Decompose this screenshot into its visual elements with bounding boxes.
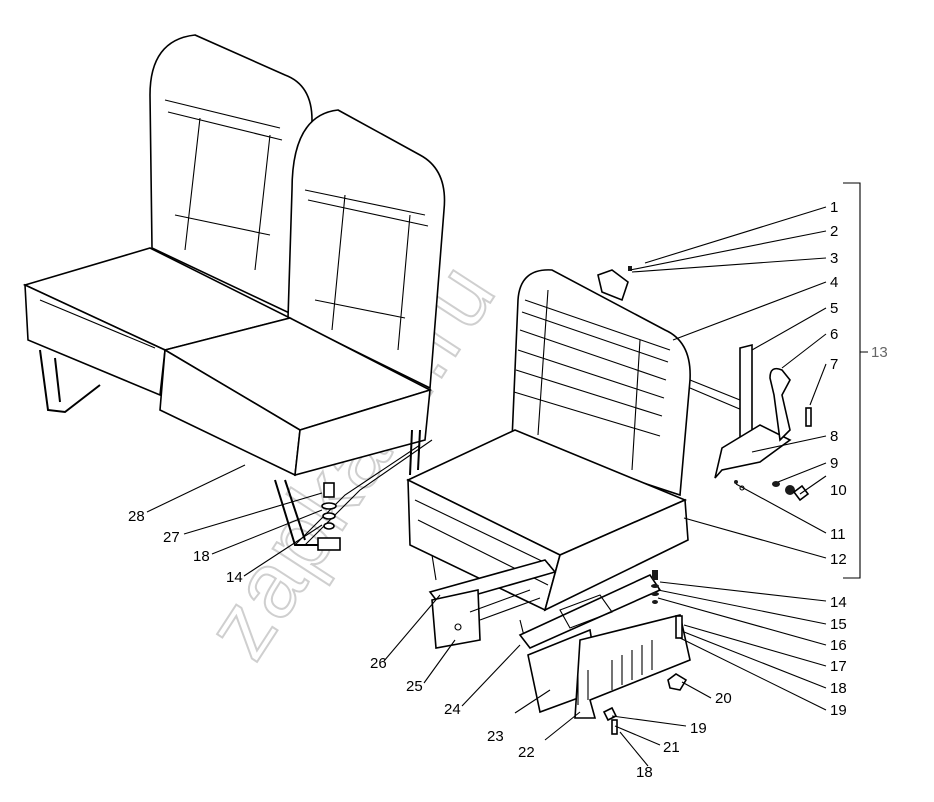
callout-4: 4	[830, 274, 838, 291]
callout-10: 10	[830, 482, 847, 499]
callout-1: 1	[830, 199, 838, 216]
callout-19-bottom: 19	[690, 720, 707, 737]
callout-17: 17	[830, 658, 847, 675]
bolt-stack-left	[321, 482, 337, 530]
callout-18-bottom: 18	[636, 764, 653, 781]
callout-19-right: 19	[830, 702, 847, 719]
callout-7: 7	[830, 356, 838, 373]
callout-14-left: 14	[226, 569, 243, 586]
callout-23: 23	[487, 728, 504, 745]
double-seat	[22, 34, 446, 551]
callout-24: 24	[444, 701, 461, 718]
callout-12: 12	[830, 551, 847, 568]
seat-rails	[428, 559, 691, 719]
group-bracket-13	[843, 182, 868, 579]
callout-25: 25	[406, 678, 423, 695]
callout-28: 28	[128, 508, 145, 525]
callout-18-left: 18	[193, 548, 210, 565]
callout-8: 8	[830, 428, 838, 445]
callout-3: 3	[830, 250, 838, 267]
callout-6: 6	[830, 326, 838, 343]
hardware-stack-right	[602, 570, 688, 735]
callout-27: 27	[163, 529, 180, 546]
callout-21: 21	[663, 739, 680, 756]
callout-11: 11	[830, 526, 846, 543]
callout-15: 15	[830, 616, 847, 633]
leader-lines	[146, 206, 827, 767]
callout-2: 2	[830, 223, 838, 240]
callout-26: 26	[370, 655, 387, 672]
callout-20: 20	[715, 690, 732, 707]
callout-18-right: 18	[830, 680, 847, 697]
callout-22: 22	[518, 744, 535, 761]
callout-16: 16	[830, 637, 847, 654]
callout-9: 9	[830, 455, 838, 472]
callout-13: 13	[871, 344, 888, 361]
callout-14-right: 14	[830, 594, 847, 611]
callout-5: 5	[830, 300, 838, 317]
callout-labels: 1 2 3 4 5 6 7 8 9 10 11 12 13 14 15 16 1…	[128, 199, 888, 781]
